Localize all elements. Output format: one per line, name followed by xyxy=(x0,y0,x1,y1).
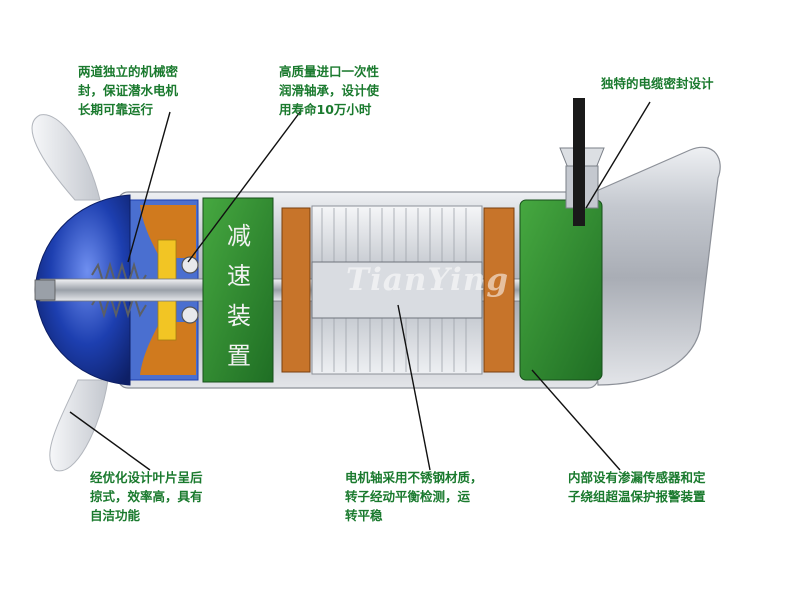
leader-shaft xyxy=(397,304,431,471)
leader-cable-seal xyxy=(585,101,651,209)
tail-fin xyxy=(584,146,721,386)
callout-cable-seal: 独特的电缆密封设计 xyxy=(601,74,714,93)
brand-watermark: TianYing xyxy=(346,262,510,298)
callout-line: 掠式，效率高，具有 xyxy=(90,489,203,504)
shaft-nut xyxy=(34,279,56,301)
rotor xyxy=(311,261,483,319)
bearing-ring-left xyxy=(181,256,199,274)
power-cable xyxy=(573,98,585,226)
reducer-label-char-4: 置 xyxy=(227,342,251,370)
reducer-label-char-1: 减 xyxy=(227,222,251,250)
callout-line: 电机轴采用不锈钢材质， xyxy=(345,470,483,485)
reducer-label-char-2: 速 xyxy=(227,262,251,290)
callout-line: 高质量进口一次性 xyxy=(279,64,380,79)
propeller-blade-top xyxy=(31,114,101,201)
callout-line: 独特的电缆密封设计 xyxy=(601,76,714,91)
callout-line: 子绕组超温保护报警装置 xyxy=(568,489,706,504)
callout-mechanical-seal: 两道独立的机械密 封，保证潜水电机 长期可靠运行 xyxy=(78,62,178,119)
leader-bearing xyxy=(187,111,301,263)
callout-bearing: 高质量进口一次性 润滑轴承，设计使 用寿命10万小时 xyxy=(279,62,379,119)
callout-line: 经优化设计叶片呈后 xyxy=(90,470,203,485)
propeller-blade-bottom xyxy=(49,379,109,472)
callout-line: 用寿命10万小时 xyxy=(279,102,372,117)
callout-line: 封，保证潜水电机 xyxy=(78,83,179,98)
mechanical-seal-springs xyxy=(91,261,147,319)
callout-line: 转子经动平衡检测，运 xyxy=(345,489,471,504)
callout-line: 自洁功能 xyxy=(90,508,141,523)
callout-motor-shaft: 电机轴采用不锈钢材质， 转子经动平衡检测，运 转平稳 xyxy=(345,468,483,525)
leader-blade xyxy=(69,411,151,471)
callout-leak-sensor: 内部设有渗漏传感器和定 子绕组超温保护报警装置 xyxy=(568,468,706,506)
callout-line: 内部设有渗漏传感器和定 xyxy=(568,470,706,485)
callout-blade: 经优化设计叶片呈后 掠式，效率高，具有 自洁功能 xyxy=(90,468,203,525)
leader-sensor xyxy=(531,369,621,471)
leader-lines xyxy=(69,101,651,471)
copper-seal-upper xyxy=(140,205,196,258)
copper-seal-lower xyxy=(140,322,196,375)
callout-line: 两道独立的机械密 xyxy=(78,64,179,79)
stator-winding-right xyxy=(483,207,515,373)
stator-winding-left xyxy=(281,207,311,373)
bearing-ring-right xyxy=(181,306,199,324)
callout-line: 转平稳 xyxy=(345,508,383,523)
leader-mech-seal xyxy=(127,111,171,263)
callout-line: 润滑轴承，设计使 xyxy=(279,83,380,98)
rear-junction-chamber xyxy=(519,199,603,381)
reducer-block xyxy=(202,197,274,383)
reducer-label-char-3: 装 xyxy=(227,302,251,330)
callout-line: 长期可靠运行 xyxy=(78,102,154,117)
